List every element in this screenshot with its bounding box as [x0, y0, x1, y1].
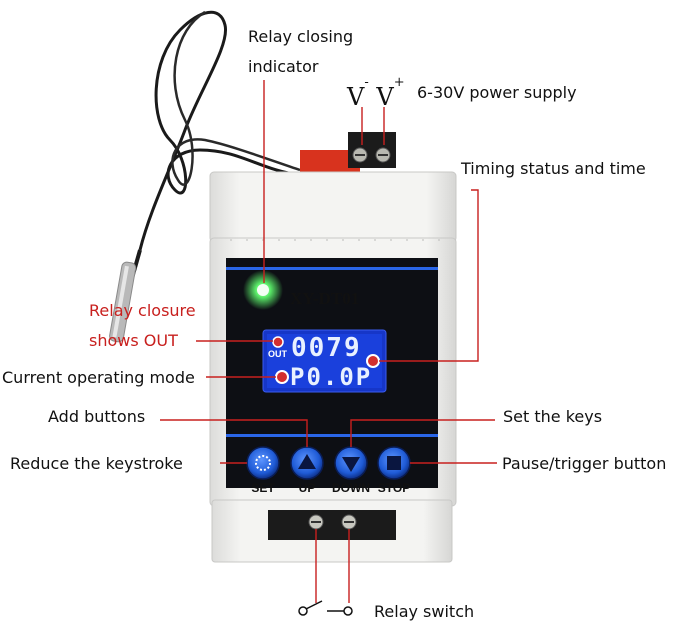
label-relay-switch: Relay switch — [374, 602, 475, 621]
label-timing-status: Timing status and time — [461, 159, 646, 178]
lcd-timer-readout: 0079 — [291, 333, 362, 363]
leader-add-buttons — [160, 419, 308, 447]
leader-lines — [160, 80, 497, 603]
relay-switch-symbol — [298, 600, 353, 616]
label-set-keys: Set the keys — [503, 407, 603, 426]
temperature-probe-cable — [109, 10, 301, 343]
button-stop[interactable] — [377, 446, 411, 480]
label-add-buttons: Add buttons — [48, 407, 146, 426]
v-plus-sign: + — [393, 75, 405, 90]
relay-terminal — [268, 510, 396, 540]
leader-timing-status — [379, 189, 479, 362]
mode-marker-dot — [275, 370, 289, 384]
leader-set-keys — [350, 419, 495, 447]
button-label-set: SET — [251, 481, 275, 495]
label-pause-trigger: Pause/trigger button — [502, 454, 667, 473]
button-up[interactable] — [290, 446, 324, 480]
v-minus-sign: - — [364, 75, 369, 90]
label-relay-indicator-line2: indicator — [248, 57, 319, 76]
label-power-supply: 6-30V power supply — [417, 83, 577, 102]
lcd-out-tag: OUT — [268, 349, 287, 359]
device-model: XY-DT01 — [290, 289, 360, 308]
lcd-mode-readout: P0.0P — [290, 363, 373, 391]
button-label-stop: STOP — [377, 481, 411, 495]
label-relay-indicator-line1: Relay closing — [248, 27, 354, 46]
power-terminal — [300, 132, 396, 172]
relay-indicator-led-core — [257, 284, 269, 296]
label-reduce-keystroke: Reduce the keystroke — [10, 454, 183, 473]
v-plus: V — [376, 83, 394, 111]
label-relay-closure-line1: Relay closure — [89, 301, 196, 320]
button-down[interactable] — [334, 446, 368, 480]
button-label-down: DOWN — [332, 481, 370, 495]
label-operating-mode: Current operating mode — [2, 368, 195, 387]
out-marker-dot — [272, 336, 284, 348]
label-relay-closure-line2: shows OUT — [89, 331, 178, 350]
button-label-up: UP — [298, 481, 316, 495]
button-set[interactable] — [246, 446, 280, 480]
voltage-marking: V- V+ — [347, 75, 405, 111]
v-minus: V — [347, 83, 365, 111]
